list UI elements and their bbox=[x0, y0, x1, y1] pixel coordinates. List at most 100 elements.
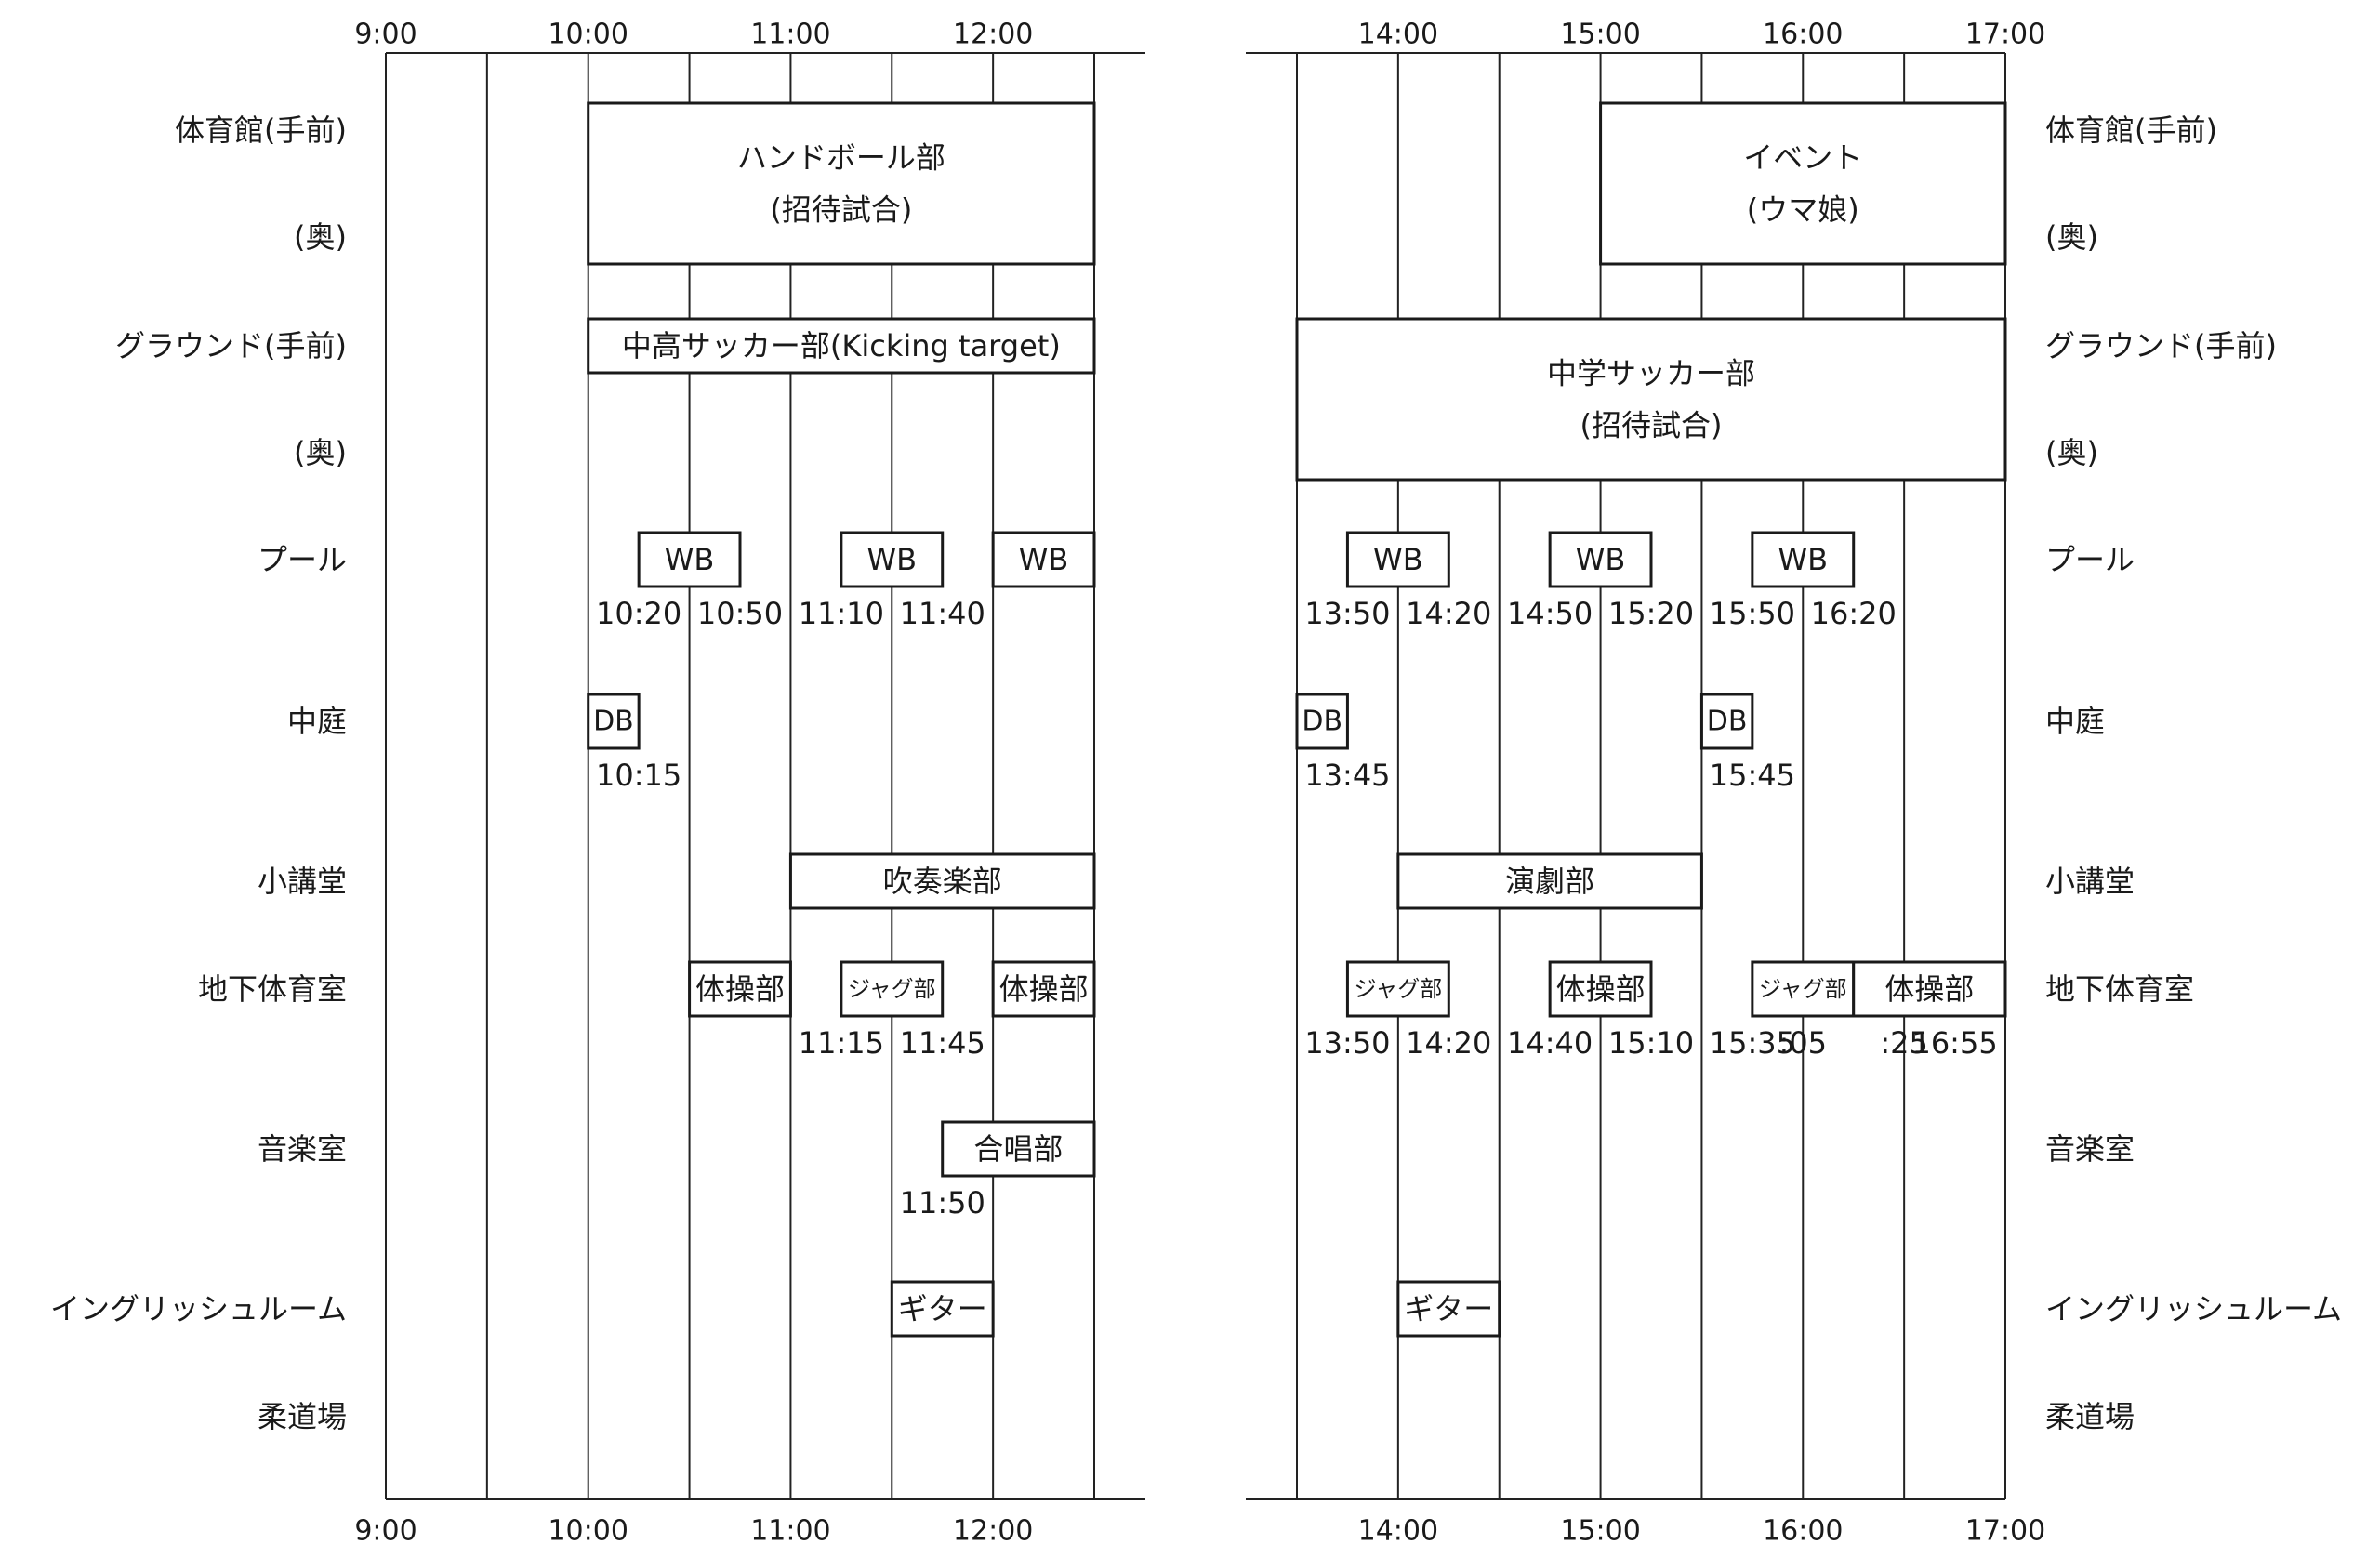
event-label: 中学サッカー部 bbox=[1547, 356, 1755, 391]
event-box bbox=[1599, 101, 2007, 266]
event-box bbox=[1751, 960, 1856, 1018]
event-box bbox=[1295, 317, 2007, 482]
event-box bbox=[688, 960, 792, 1018]
room-label-right: プール bbox=[2045, 542, 2135, 577]
time-note: 11:10 bbox=[799, 596, 884, 631]
event-box bbox=[1548, 531, 1653, 588]
event-box bbox=[1396, 852, 1703, 910]
event-label: 中高サッカー部(Kicking target) bbox=[622, 328, 1061, 363]
time-note: 16:55 bbox=[1911, 1025, 1997, 1061]
event-block: ジャグ部 bbox=[1345, 960, 1450, 1018]
top-tick-label: 15:00 bbox=[1560, 19, 1640, 51]
time-note: 13:45 bbox=[1304, 758, 1390, 793]
room-label-right: (奥) bbox=[2045, 219, 2098, 255]
room-label-left: 小講堂 bbox=[258, 864, 347, 899]
event-label: 体操部 bbox=[1556, 971, 1646, 1007]
event-box bbox=[1548, 960, 1653, 1018]
event-box bbox=[1345, 960, 1450, 1018]
room-label-left: イングリッシュルーム bbox=[50, 1291, 347, 1326]
time-note: :05 bbox=[1779, 1025, 1828, 1061]
event-label: ジャグ部 bbox=[1354, 976, 1442, 1002]
room-label-left: (奥) bbox=[294, 435, 347, 470]
time-note: 10:15 bbox=[596, 758, 681, 793]
event-label: WB bbox=[1373, 542, 1423, 577]
room-label-left: 柔道場 bbox=[258, 1399, 347, 1434]
event-label: WB bbox=[866, 542, 917, 577]
room-label-left: 中庭 bbox=[287, 704, 347, 739]
bottom-tick-label: 11:00 bbox=[750, 1515, 830, 1544]
room-label-left: 地下体育室 bbox=[198, 971, 347, 1007]
event-block: WB bbox=[840, 531, 945, 588]
top-tick-label: 17:00 bbox=[1965, 19, 2045, 51]
room-label-left: 音楽室 bbox=[258, 1131, 347, 1167]
room-label-right: グラウンド(手前) bbox=[2045, 328, 2277, 363]
time-note: 14:40 bbox=[1507, 1025, 1593, 1061]
time-note: 11:50 bbox=[900, 1185, 985, 1221]
event-box bbox=[1751, 531, 1856, 588]
room-labels-left: 体育館(手前)(奥)グラウンド(手前)(奥)プール中庭小講堂地下体育室音楽室イン… bbox=[50, 112, 347, 1434]
event-label: 吹奏楽部 bbox=[883, 864, 1002, 899]
event-label: 体操部 bbox=[695, 971, 785, 1007]
top-tick-label: 14:00 bbox=[1358, 19, 1438, 51]
event-box bbox=[788, 852, 1096, 910]
event-block: 中高サッカー部(Kicking target) bbox=[587, 317, 1096, 375]
event-label: ギター bbox=[1404, 1291, 1493, 1326]
event-label: ギター bbox=[898, 1291, 987, 1326]
event-box bbox=[637, 531, 742, 588]
bottom-tick-label: 14:00 bbox=[1358, 1515, 1438, 1544]
event-block: 体操部 bbox=[1548, 960, 1653, 1018]
event-block: ハンドボール部 (招待試合) bbox=[587, 101, 1096, 266]
event-box bbox=[1852, 960, 2007, 1018]
event-label: DB bbox=[1302, 706, 1342, 738]
event-block: 吹奏楽部 bbox=[788, 852, 1096, 910]
event-box bbox=[890, 1280, 995, 1338]
event-label: ハンドボール部 bbox=[737, 140, 945, 176]
event-box bbox=[1699, 693, 1754, 750]
event-block: ジャグ部 bbox=[840, 960, 945, 1018]
event-box bbox=[991, 960, 1096, 1018]
time-note: 11:15 bbox=[799, 1025, 884, 1061]
bottom-tick-label: 17:00 bbox=[1965, 1515, 2045, 1544]
event-block: ギター bbox=[1396, 1280, 1501, 1338]
time-note: 10:50 bbox=[697, 596, 783, 631]
event-box bbox=[587, 317, 1096, 375]
event-label: イベント bbox=[1743, 140, 1862, 176]
time-note: 14:20 bbox=[1406, 596, 1491, 631]
top-tick-label: 12:00 bbox=[953, 19, 1033, 51]
top-tick-label: 9:00 bbox=[354, 19, 416, 51]
event-block: DB bbox=[1295, 693, 1349, 750]
time-note: 10:20 bbox=[596, 596, 681, 631]
room-label-right: 体育館(手前) bbox=[2045, 112, 2217, 148]
room-label-left: グラウンド(手前) bbox=[115, 328, 347, 363]
event-block: WB bbox=[991, 531, 1096, 588]
event-label: (招待試合) bbox=[770, 192, 912, 228]
event-block: 体操部 bbox=[688, 960, 792, 1018]
event-label: WB bbox=[1576, 542, 1626, 577]
bottom-tick-label: 16:00 bbox=[1763, 1515, 1843, 1544]
time-note: 14:50 bbox=[1507, 596, 1593, 631]
time-note: 15:20 bbox=[1608, 596, 1694, 631]
event-block: DB bbox=[1699, 693, 1754, 750]
event-box bbox=[1345, 531, 1450, 588]
event-box bbox=[587, 693, 641, 750]
room-label-right: 音楽室 bbox=[2045, 1131, 2135, 1167]
time-note: 15:10 bbox=[1608, 1025, 1694, 1061]
event-box bbox=[991, 531, 1096, 588]
event-block: WB bbox=[1548, 531, 1653, 588]
room-label-left: プール bbox=[258, 542, 347, 577]
event-label: WB bbox=[1778, 542, 1828, 577]
time-note: :25 bbox=[1880, 1025, 1928, 1061]
bottom-tick-label: 10:00 bbox=[548, 1515, 628, 1544]
room-label-right: (奥) bbox=[2045, 435, 2098, 470]
event-box bbox=[840, 960, 945, 1018]
event-label: (招待試合) bbox=[1580, 408, 1723, 443]
room-label-left: (奥) bbox=[294, 219, 347, 255]
event-box bbox=[941, 1120, 1096, 1178]
event-box bbox=[840, 531, 945, 588]
event-label: ジャグ部 bbox=[1759, 976, 1847, 1002]
time-note: 14:20 bbox=[1406, 1025, 1491, 1061]
event-block: WB bbox=[1345, 531, 1450, 588]
room-label-right: イングリッシュルーム bbox=[2045, 1291, 2342, 1326]
